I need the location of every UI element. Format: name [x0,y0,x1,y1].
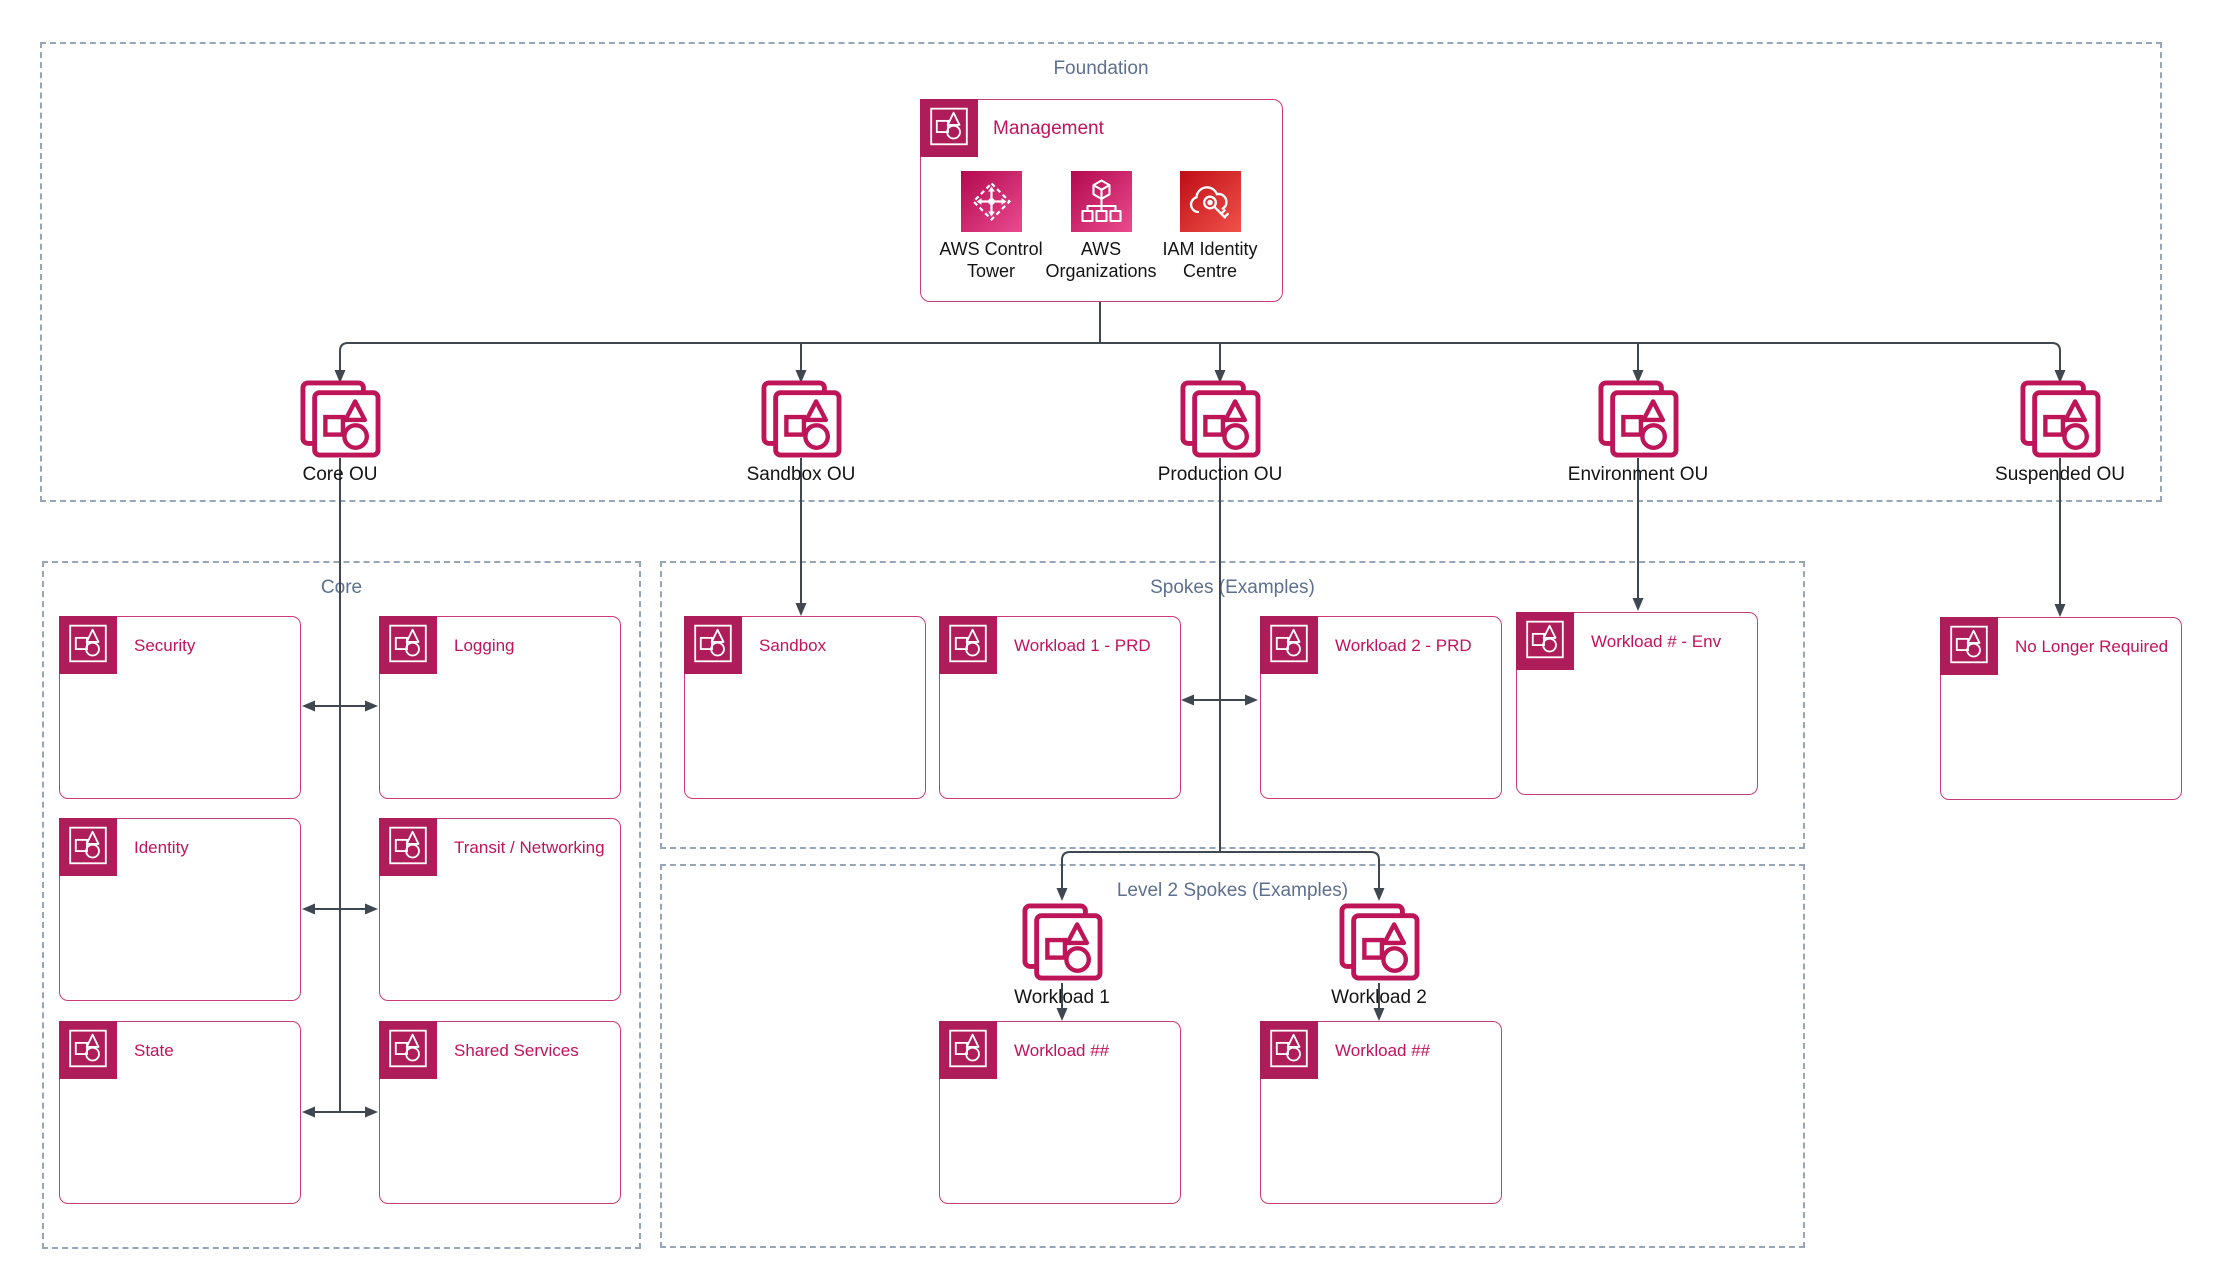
aws-organizations-icon [1071,171,1132,232]
aws-account-icon [1260,1021,1318,1079]
container-level2-spokes-label: Level 2 Spokes (Examples) [1116,880,1349,901]
ou-label: Environment OU [1567,464,1709,485]
aws-account-icon [939,616,997,674]
account-box-identity: Identity [59,818,301,1001]
aws-account-icon [1260,616,1318,674]
account-label: Shared Services [454,1041,579,1060]
aws-account-icon [684,616,742,674]
organizational-unit-icon [1178,380,1262,458]
container-spokes-label: Spokes (Examples) [1150,577,1315,598]
aws-control-tower-label: AWS Control Tower [939,239,1043,281]
organizational-unit-icon [298,380,382,458]
account-box-no-longer-required: No Longer Required [1940,617,2182,800]
container-core: Core [42,561,641,1249]
aws-account-icon [379,818,437,876]
ou-node-workload-2: Workload 2 [1331,903,1427,1008]
account-label: Workload 1 - PRD [1014,636,1151,655]
container-foundation: Foundation [40,42,2162,502]
aws-account-icon [59,616,117,674]
aws-account-icon [379,1021,437,1079]
ou-label: Workload 1 [1014,987,1110,1008]
iam-identity-centre-icon [1180,171,1241,232]
ou-node-environment: Environment OU [1568,380,1708,485]
ou-label: Workload 2 [1331,987,1427,1008]
account-box-workload-env: Workload # - Env [1516,612,1758,795]
aws-organizations-label: AWS Organizations [1045,239,1157,281]
account-label: Security [134,636,196,655]
account-label: Sandbox [759,636,827,655]
account-label: Workload # - Env [1591,632,1722,651]
container-spokes: Spokes (Examples) [660,561,1805,849]
account-label: Transit / Networking [454,838,605,857]
account-box-security: Security [59,616,301,799]
aws-account-icon [59,1021,117,1079]
organizational-unit-icon [1596,380,1680,458]
ou-node-core: Core OU [298,380,382,485]
container-foundation-label: Foundation [1053,58,1149,79]
aws-account-icon [1940,617,1998,675]
organizational-unit-icon [1337,903,1421,981]
organizational-unit-icon [2018,380,2102,458]
ou-node-production: Production OU [1158,380,1282,485]
account-box-workload-hash-1: Workload ## [939,1021,1181,1204]
ou-node-sandbox: Sandbox OU [747,380,855,485]
account-label: Logging [454,636,515,655]
ou-label: Sandbox OU [746,464,856,485]
account-box-logging: Logging [379,616,621,799]
organizational-unit-icon [759,380,843,458]
account-label: Workload ## [1335,1041,1431,1060]
account-box-workload-hash-2: Workload ## [1260,1021,1502,1204]
management-account-box: Management AWS Control Tower AWS Organiz… [920,99,1283,302]
ou-label: Core OU [302,464,378,485]
account-label: No Longer Required [2015,637,2169,656]
account-label: Workload 2 - PRD [1335,636,1472,655]
container-core-label: Core [320,577,363,598]
account-box-state: State [59,1021,301,1204]
aws-account-icon [920,99,978,157]
ou-label: Production OU [1157,464,1283,485]
account-label: Workload ## [1014,1041,1110,1060]
account-box-workload-1-prd: Workload 1 - PRD [939,616,1181,799]
account-box-sandbox: Sandbox [684,616,926,799]
aws-control-tower-icon [961,171,1022,232]
account-box-workload-2-prd: Workload 2 - PRD [1260,616,1502,799]
ou-node-suspended: Suspended OU [1995,380,2125,485]
aws-account-icon [939,1021,997,1079]
account-label: Identity [134,838,189,857]
ou-label: Suspended OU [1995,464,2125,485]
ou-node-workload-1: Workload 1 [1014,903,1110,1008]
container-level2-spokes: Level 2 Spokes (Examples) [660,864,1805,1248]
aws-account-icon [379,616,437,674]
account-box-transit-networking: Transit / Networking [379,818,621,1001]
iam-identity-centre-label: IAM Identity Centre [1162,239,1258,281]
account-box-shared-services: Shared Services [379,1021,621,1204]
account-label: State [134,1041,174,1060]
aws-account-icon [1516,612,1574,670]
aws-account-icon [59,818,117,876]
management-label: Management [993,118,1104,139]
organizational-unit-icon [1020,903,1104,981]
